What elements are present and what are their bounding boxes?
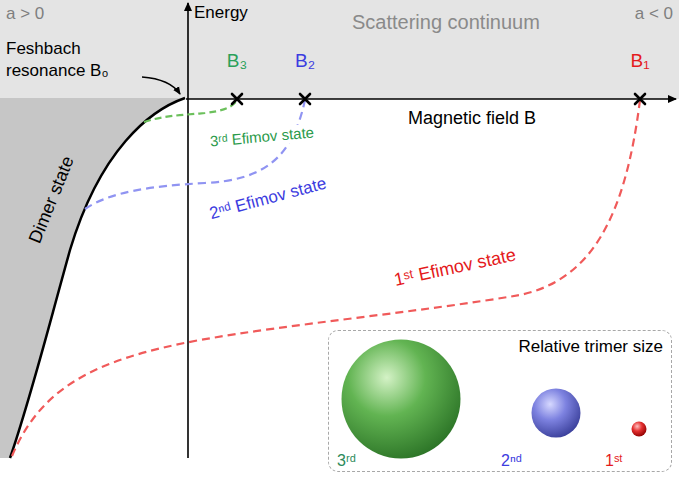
sphere-shape — [631, 421, 647, 437]
sphere-fill — [342, 340, 461, 459]
dimer-curve — [10, 98, 185, 458]
size-label: 1ˢᵗ — [605, 451, 623, 470]
sphere-shape — [341, 339, 461, 459]
dimer-region — [0, 98, 185, 458]
energy-axis — [187, 3, 189, 458]
resonance-pointer — [142, 77, 180, 94]
threshold-marks — [232, 94, 645, 104]
size-label: 2ⁿᵈ — [501, 451, 522, 470]
region-label: Scattering continuum — [352, 10, 540, 34]
legend-title: Relative trimer size — [518, 337, 663, 357]
threshold-label: B₁ — [630, 50, 649, 73]
trimer-sphere: 3ʳᵈ — [341, 339, 461, 459]
field-axis — [186, 98, 676, 100]
curve-label: 1ˢᵗ Efimov state — [389, 244, 521, 292]
efimov-curve-3 — [144, 100, 237, 122]
threshold-mark — [635, 94, 645, 104]
trimer-sphere: 2ⁿᵈ — [531, 388, 581, 438]
axis-label: Magnetic field B — [408, 108, 536, 130]
resonance-label: Feshbach resonance B₀ — [6, 38, 146, 82]
sign-label: a < 0 — [635, 4, 673, 24]
threshold-label: B₂ — [295, 50, 315, 73]
axis-label: Energy — [194, 3, 248, 23]
sign-label: a > 0 — [6, 4, 44, 24]
size-label: 3ʳᵈ — [337, 451, 356, 470]
continuum-region — [0, 0, 679, 99]
legend-box: Relative trimer size 3ʳᵈ 2ⁿᵈ 1ˢᵗ — [328, 330, 672, 472]
sphere-fill — [632, 422, 647, 437]
threshold-mark — [232, 94, 242, 104]
curve-label: 2ⁿᵈ Efimov state — [204, 173, 331, 225]
trimer-sphere: 1ˢᵗ — [631, 421, 647, 437]
threshold-mark — [300, 94, 310, 104]
sphere-shape — [531, 388, 581, 438]
threshold-label: B₃ — [227, 50, 247, 73]
efimov-curve-1 — [12, 100, 640, 456]
curve-label: Dimer state — [25, 153, 79, 246]
curve-label: 3ʳᵈ Efimov state — [206, 123, 317, 151]
sphere-fill — [532, 389, 581, 438]
